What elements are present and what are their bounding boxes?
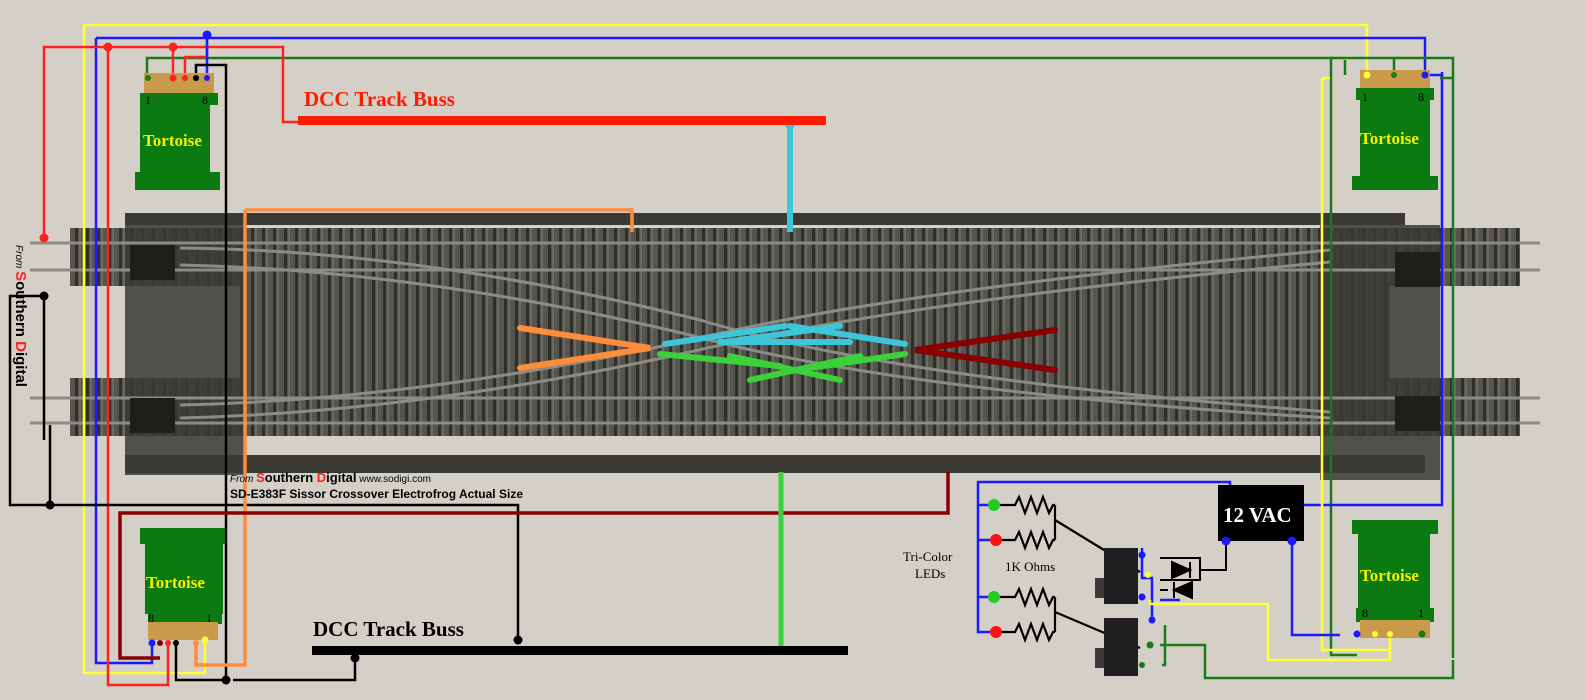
pin-8-label: 8 [1362,606,1368,620]
pin-1-label: 1 [206,611,212,625]
leds [988,499,1002,638]
brand-d: D [12,341,29,352]
tortoise-bottom-right: Tortoise 8 1 [1352,520,1438,638]
dcc-buss-bottom: DCC Track Buss [312,617,848,655]
tortoise-label: Tortoise [143,131,202,150]
pin-1-label: 1 [1362,90,1368,104]
tortoise-bottom-left: Tortoise 8 1 [140,528,225,647]
tortoise-label: Tortoise [1360,129,1419,148]
caption-rest: igital [326,470,356,485]
tortoise-label: Tortoise [146,573,205,592]
pin-8-label: 8 [148,611,154,625]
brand-rest: igital [12,352,29,387]
brand-mid: outhern [12,281,29,341]
caption-url: www.sodigi.com [357,474,431,485]
outer-wiring [8,23,1455,687]
power-label: 12 VAC [1223,503,1292,527]
led-label-line1: Tri-Color [903,549,953,564]
tortoise-label: Tortoise [1360,566,1419,585]
pin-8-label: 8 [202,93,208,107]
dcc-buss-bottom-label: DCC Track Buss [313,617,464,641]
caption-s: S [256,470,265,485]
svg-text:From Southern Digital: From Southern Digital [12,245,29,387]
crossover-track [30,213,1540,480]
dcc-buss-top: DCC Track Buss [298,87,826,125]
resistor-label: 1K Ohms [1005,559,1055,574]
tortoise-top-right: 1 8 Tortoise [1352,70,1438,190]
toggle-switches [1095,548,1156,676]
caption-mid: outhern [265,470,317,485]
power-supply-12vac: 12 VAC [1218,485,1304,546]
brand-s: S [12,271,29,281]
pin-8-label: 8 [1418,90,1424,104]
caption: From Southern Digital www.sodigi.com SD-… [230,470,523,501]
dcc-buss-top-label: DCC Track Buss [304,87,455,111]
frog-wires [517,323,1058,383]
brand-prefix: From [13,245,24,271]
caption-d: D [317,470,326,485]
pin-1-label: 1 [145,93,151,107]
led-label-line2: LEDs [915,566,945,581]
caption-line2: SD-E383F Sissor Crossover Electrofrog Ac… [230,487,523,501]
svg-text:From Southern Digital www.sodi: From Southern Digital www.sodigi.com [230,470,431,485]
pin-1-label: 1 [1418,606,1424,620]
vertical-brand: From Southern Digital [12,245,29,387]
tortoise-top-left: 1 8 Tortoise [135,73,220,190]
caption-from: From [230,474,256,485]
